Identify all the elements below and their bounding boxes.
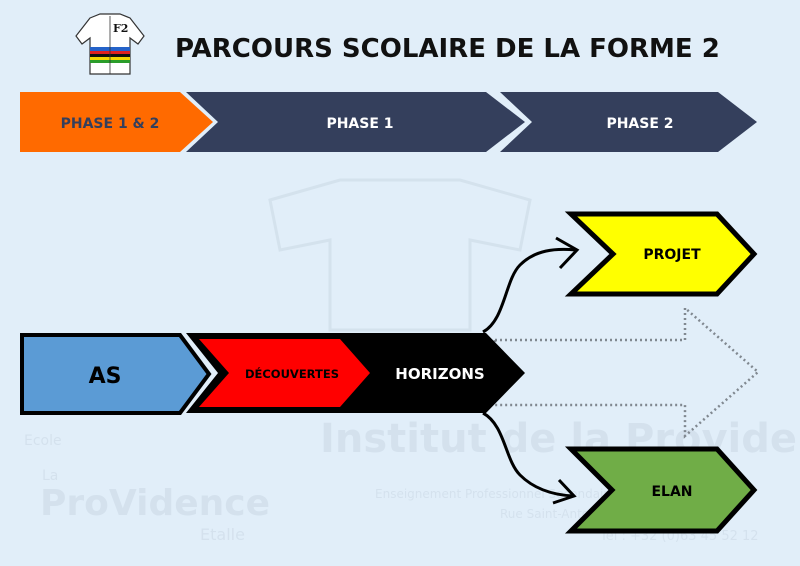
phase-bar: PHASE 1 & 2 PHASE 1 PHASE 2 — [20, 92, 757, 152]
watermark-institut: Institut de la Providence — [320, 416, 800, 462]
watermark-providence: ProVidence — [40, 483, 270, 524]
phase-1-2-arrow — [20, 92, 213, 152]
jersey-logo-icon: F2 — [75, 13, 145, 75]
step-as-label: AS — [89, 364, 122, 389]
logo-text: F2 — [113, 22, 128, 35]
phase-2-label: PHASE 2 — [606, 116, 673, 132]
step-elan — [564, 446, 758, 534]
branch-arrows — [482, 236, 580, 505]
watermark-la: La — [42, 468, 58, 484]
watermark-jersey-icon — [268, 178, 532, 332]
watermark-ecole: Ecole — [24, 433, 62, 449]
step-decouvertes — [199, 339, 370, 407]
arrow-head-elan — [552, 478, 577, 505]
step-as — [20, 333, 212, 415]
step-horizons-label: HORIZONS — [395, 365, 484, 383]
step-projet — [564, 211, 758, 297]
phase-1-arrow — [186, 92, 525, 152]
arrow-to-projet — [482, 247, 577, 334]
phase-1-label: PHASE 1 — [326, 116, 393, 132]
step-decouvertes-label: DÉCOUVERTES — [245, 366, 339, 381]
watermark-etalle: Etalle — [200, 525, 245, 544]
phase-2-arrow — [500, 92, 757, 152]
step-elan-label: ELAN — [651, 484, 692, 500]
arrow-to-elan — [482, 411, 574, 498]
phase-1-2-label: PHASE 1 & 2 — [61, 116, 160, 132]
page-title: PARCOURS SCOLAIRE DE LA FORME 2 — [175, 34, 720, 64]
step-projet-label: PROJET — [643, 247, 701, 263]
arrow-head-projet — [555, 236, 580, 270]
dotted-arrow — [493, 305, 760, 439]
